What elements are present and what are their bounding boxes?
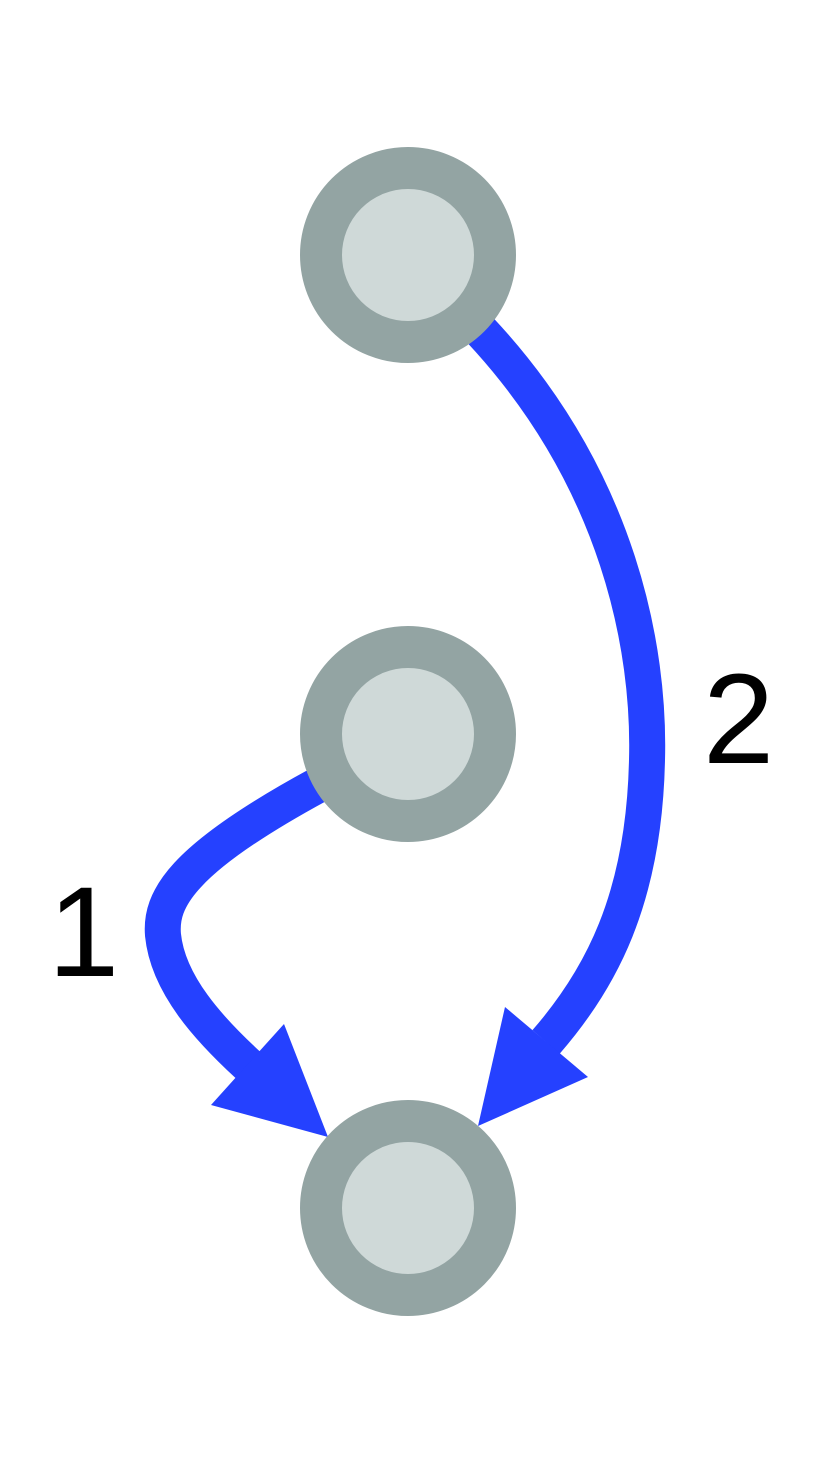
edge-2-arrowhead: [478, 1007, 588, 1126]
edge-2: 2: [466, 317, 774, 1126]
node-middle: [300, 626, 516, 842]
edge-1-arrowhead: [211, 1024, 328, 1137]
edge-2-line: [466, 317, 666, 1054]
edge-2-label: 2: [703, 648, 774, 791]
node-top: [300, 147, 516, 363]
node-bottom: [300, 1100, 516, 1316]
edge-1-line: [144, 769, 327, 1079]
edge-1: 1: [48, 769, 328, 1137]
edge-1-label: 1: [48, 861, 119, 1004]
